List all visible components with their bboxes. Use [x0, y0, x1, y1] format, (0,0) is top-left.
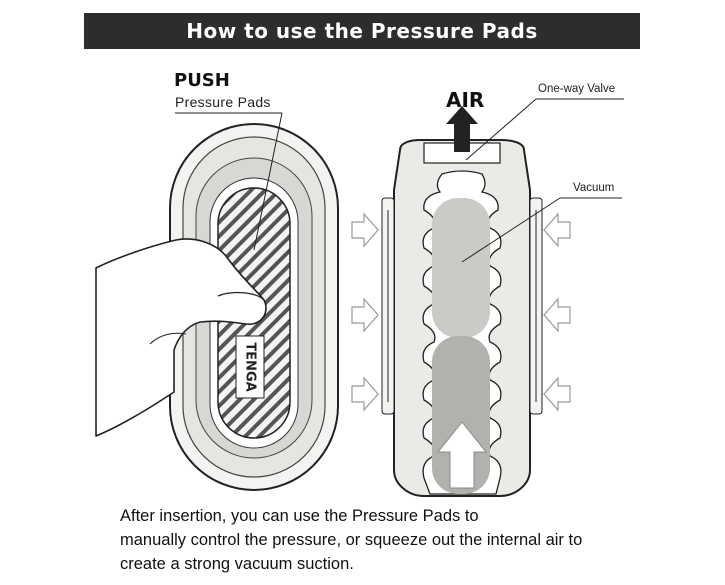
pads-leader-line-diagonal: [253, 112, 283, 251]
device-cross-section: [381, 139, 543, 497]
hand-icon: [95, 238, 267, 437]
squeeze-arrow-right-top-icon: [543, 212, 571, 248]
page-title: How to use the Pressure Pads: [186, 19, 538, 43]
one-way-valve-label: One-way Valve: [538, 83, 616, 95]
pressure-pads-label: Pressure Pads: [175, 94, 271, 110]
title-banner: How to use the Pressure Pads: [84, 13, 640, 49]
tenga-logo: TENGA: [243, 342, 258, 391]
squeeze-arrow-right-mid-icon: [543, 297, 571, 333]
air-up-arrow-icon: [446, 106, 478, 152]
caption-line: After insertion, you can use the Pressur…: [120, 507, 479, 525]
caption-line: create a strong vacuum suction.: [120, 555, 354, 573]
squeeze-arrow-left-mid-icon: [351, 297, 379, 333]
vacuum-label: Vacuum: [573, 182, 615, 194]
vacuum-leader-line-diagonal: [461, 197, 561, 263]
caption-line: manually control the pressure, or squeez…: [120, 531, 583, 549]
instruction-caption: After insertion, you can use the Pressur…: [120, 504, 640, 576]
pressed-area: [432, 336, 490, 494]
side-wall-left: [381, 197, 395, 415]
squeeze-arrow-right-bottom-icon: [543, 376, 571, 412]
vacuum-area: [432, 198, 490, 338]
squeeze-arrow-left-bottom-icon: [351, 376, 379, 412]
side-wall-right: [529, 197, 543, 415]
air-label: AIR: [446, 88, 485, 112]
insert-arrow-icon: [436, 421, 488, 489]
valve-leader-line-diagonal: [465, 98, 537, 161]
squeeze-arrow-left-top-icon: [351, 212, 379, 248]
push-label: PUSH: [174, 70, 230, 91]
logo-plate: [235, 335, 265, 399]
